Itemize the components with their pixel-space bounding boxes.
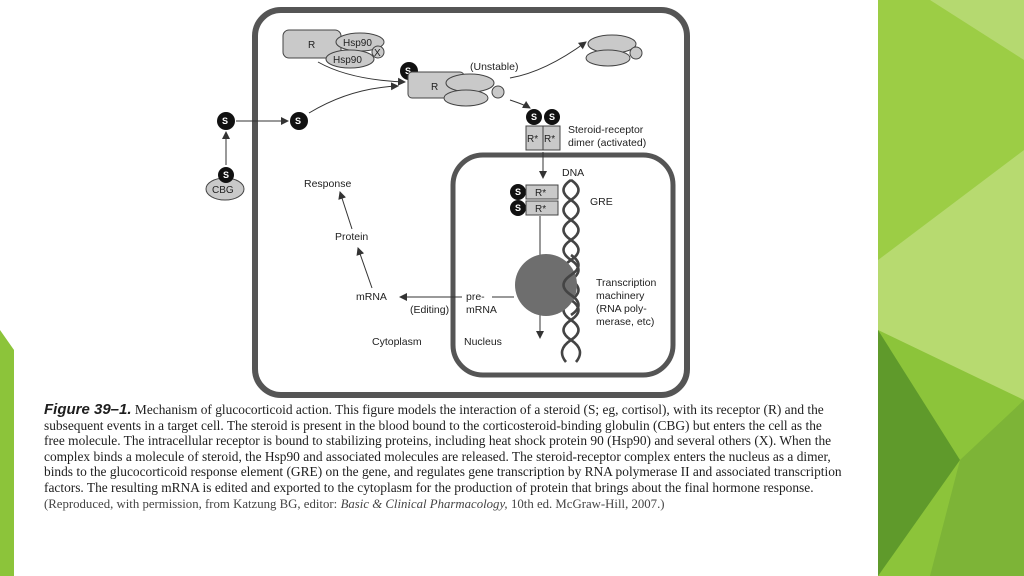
gre-steroid-2 xyxy=(510,200,526,216)
released-hsp90-bottom xyxy=(585,49,631,67)
hsp90-bound-bottom xyxy=(443,89,489,107)
dna-label: DNA xyxy=(562,167,584,179)
receptor-hsp90-complex: R Hsp90 Hsp90 X xyxy=(282,29,385,69)
released-hsp90 xyxy=(585,34,643,67)
cbg-label: CBG xyxy=(212,185,234,196)
dimer-receptor-1-label: R* xyxy=(527,134,538,145)
figure-number: Figure 39–1. xyxy=(44,401,132,418)
dimer-steroid-1 xyxy=(526,109,542,125)
arrow-steroid-to-receptor xyxy=(308,82,399,114)
green-facet-light xyxy=(878,150,1024,400)
gre-receptor-2 xyxy=(525,200,559,216)
steroid-free xyxy=(290,112,308,130)
dimer-steroid-2-label: S xyxy=(549,112,555,122)
arrow-release-hsp90 xyxy=(509,41,587,79)
gre-steroid-2-label: S xyxy=(515,203,521,213)
mrna-label: mRNA xyxy=(356,291,387,303)
dimer-receptor-2-label: R* xyxy=(544,134,555,145)
cbg-complex: CBG S xyxy=(205,167,245,201)
dimer-on-gre: S S R* R* xyxy=(510,184,559,216)
hsp90-bottom-label: Hsp90 xyxy=(333,55,362,66)
editing-label: (Editing) xyxy=(410,304,449,316)
gre-label: GRE xyxy=(590,196,613,208)
dimer-steroid-1-label: S xyxy=(531,112,537,122)
steroid-on-cbg-label: S xyxy=(223,170,229,180)
x-protein-label: X xyxy=(374,48,381,59)
caption-credit-prefix: (Reproduced, with permission, from Katzu… xyxy=(44,496,338,511)
nucleus-membrane xyxy=(450,152,676,378)
caption-credit-suffix: 10th ed. McGraw-Hill, 2007.) xyxy=(511,496,665,511)
dimer-label-line1: Steroid-receptor xyxy=(568,124,644,136)
transcription-label-3: (RNA poly- xyxy=(596,303,647,315)
gre-receptor-2-label: R* xyxy=(535,204,546,215)
caption-body: Mechanism of glucocorticoid action. This… xyxy=(44,402,842,495)
transcription-machinery-blob xyxy=(515,254,577,316)
steroid-blood-label: S xyxy=(222,116,228,126)
dimer-steroid-2 xyxy=(544,109,560,125)
transcription-label-2: machinery xyxy=(596,290,645,302)
steroid-on-cbg xyxy=(218,167,234,183)
unstable-label: (Unstable) xyxy=(470,61,518,73)
hsp90-bottom-shape xyxy=(325,49,375,69)
gre-receptor-1 xyxy=(525,184,559,200)
arrow-mrna-to-protein xyxy=(356,247,373,289)
arrow-protein-to-response xyxy=(338,191,353,230)
steroid-bound-label: S xyxy=(405,66,411,76)
unstable-complex: S R (Unstable) xyxy=(400,61,518,107)
green-facet-top xyxy=(878,0,1024,260)
arrow-to-dimer xyxy=(509,99,531,109)
steroid-free-label: S xyxy=(295,116,301,126)
green-facet-mid xyxy=(930,400,1024,576)
dimer-receptor-2 xyxy=(542,125,561,151)
response-label: Response xyxy=(304,178,351,190)
gre-receptor-1-label: R* xyxy=(535,188,546,199)
green-left-edge xyxy=(0,330,14,576)
hsp90-bound-top xyxy=(445,73,495,93)
x-protein-shape xyxy=(371,45,385,59)
x-bound xyxy=(491,85,505,99)
green-facet-highlight xyxy=(930,0,1024,60)
dimer-label-line2: dimer (activated) xyxy=(568,137,646,149)
gre-steroid-1 xyxy=(510,184,526,200)
steroid-blood xyxy=(217,112,235,130)
transcription-label-1: Transcription xyxy=(596,277,656,289)
pre-mrna-label-1: pre- xyxy=(466,291,485,303)
dna-strand-1 xyxy=(562,178,582,363)
receptor-label: R xyxy=(308,40,315,51)
nucleus-label: Nucleus xyxy=(464,336,502,348)
protein-label: Protein xyxy=(335,231,368,243)
figure-caption: Figure 39–1. Mechanism of glucocorticoid… xyxy=(44,402,844,512)
receptor-bound-label: R xyxy=(431,82,438,93)
glucocorticoid-diagram: R Hsp90 Hsp90 X CBG S S S S R xyxy=(205,7,690,398)
green-facet-dark xyxy=(878,330,960,576)
released-x xyxy=(629,46,643,60)
hsp90-top-label: Hsp90 xyxy=(343,38,372,49)
pre-mrna-label-2: mRNA xyxy=(466,304,497,316)
cytoplasm-label: Cytoplasm xyxy=(372,336,422,348)
cell-membrane xyxy=(252,7,690,398)
transcription-label-4: merase, etc) xyxy=(596,316,654,328)
arrow-complex-to-steroid-bound xyxy=(317,61,406,86)
activated-dimer: S S R* R* Steroid-receptor dimer (activa… xyxy=(525,109,646,151)
dna-over-blob xyxy=(562,253,580,317)
gre-steroid-1-label: S xyxy=(515,187,521,197)
caption-book-title: Basic & Clinical Pharmacology, xyxy=(340,496,508,511)
